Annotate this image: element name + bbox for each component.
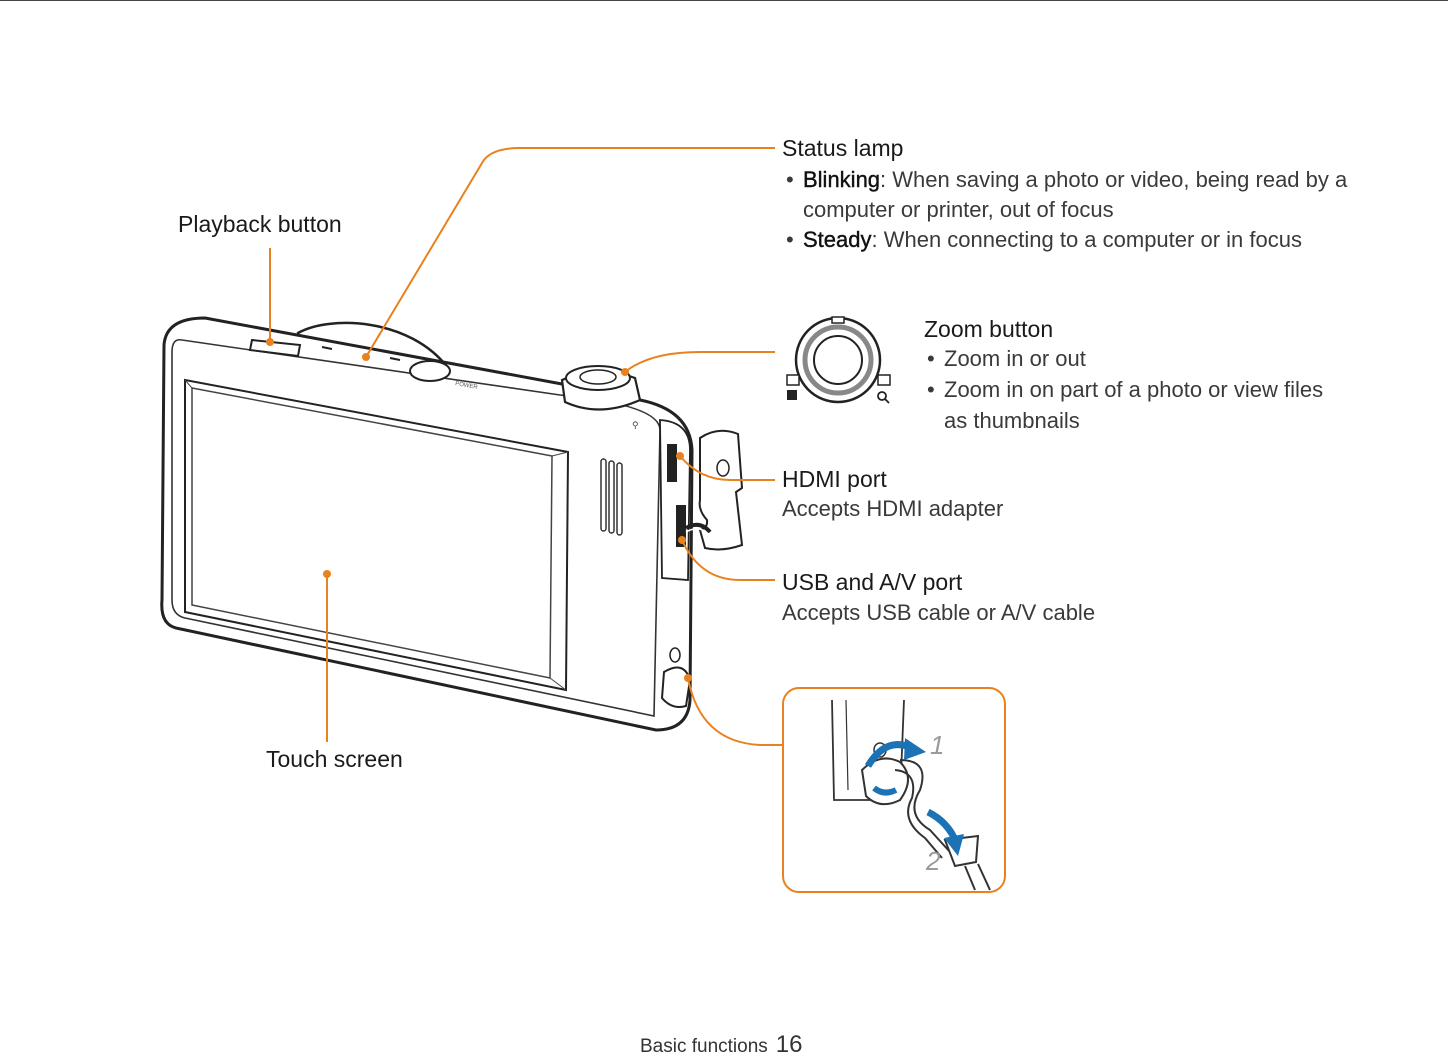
- usb-port-title: USB and A/V port: [782, 569, 963, 595]
- zoom-item-2: •Zoom in on part of a photo or view file…: [927, 377, 1324, 402]
- playback-button-shape: [248, 338, 302, 358]
- port-cover: [698, 429, 744, 551]
- callout-lines: [269, 147, 783, 746]
- usb-slot: [676, 505, 686, 547]
- hdmi-port-title: HDMI port: [782, 466, 887, 492]
- zoom-button-diagram: [786, 316, 891, 404]
- status-lamp-steady: •Steady: When connecting to a computer o…: [786, 227, 1302, 252]
- thumbnail-icon: [787, 390, 797, 400]
- strap-step-1: 1: [930, 730, 945, 760]
- status-lamp-blinking: •Blinking: When saving a photo or video,…: [786, 167, 1348, 192]
- blinking-term: Blinking: [803, 167, 881, 192]
- svg-text:POWER: POWER: [455, 381, 479, 391]
- footer-section: Basic functions: [640, 1036, 768, 1057]
- callout-dots: [266, 338, 692, 682]
- magnify-icon: [877, 391, 887, 401]
- grip-lines: [600, 458, 623, 536]
- blinking-text: : When saving a photo or video, being re…: [880, 167, 1348, 192]
- strap-step-2: 2: [926, 846, 941, 876]
- zoom-button-title: Zoom button: [924, 316, 1054, 342]
- tele-icon: [877, 374, 891, 386]
- svg-text:⚲: ⚲: [632, 420, 639, 430]
- touch-screen-label: Touch screen: [266, 746, 403, 772]
- playback-button-label: Playback button: [178, 211, 342, 237]
- page-number: 16: [775, 1031, 803, 1058]
- hdmi-slot: [667, 444, 677, 482]
- wide-icon: [786, 374, 800, 386]
- page-footer: Basic functions 16: [640, 1031, 803, 1059]
- strap-inset: [782, 687, 1006, 893]
- power-button-shape: [409, 360, 451, 382]
- zoom-item-1: •Zoom in or out: [927, 346, 1086, 371]
- status-lamp-blinking-cont: computer or printer, out of focus: [803, 197, 1114, 222]
- steady-text: : When connecting to a computer or in fo…: [871, 227, 1302, 252]
- usb-port-desc: Accepts USB cable or A/V cable: [782, 600, 1096, 625]
- steady-term: Steady: [803, 227, 872, 252]
- hdmi-port-desc: Accepts HDMI adapter: [782, 496, 1004, 521]
- status-lamp-title: Status lamp: [782, 135, 904, 161]
- zoom-item-2-cont: as thumbnails: [944, 408, 1080, 433]
- top-rule: [0, 0, 1448, 1]
